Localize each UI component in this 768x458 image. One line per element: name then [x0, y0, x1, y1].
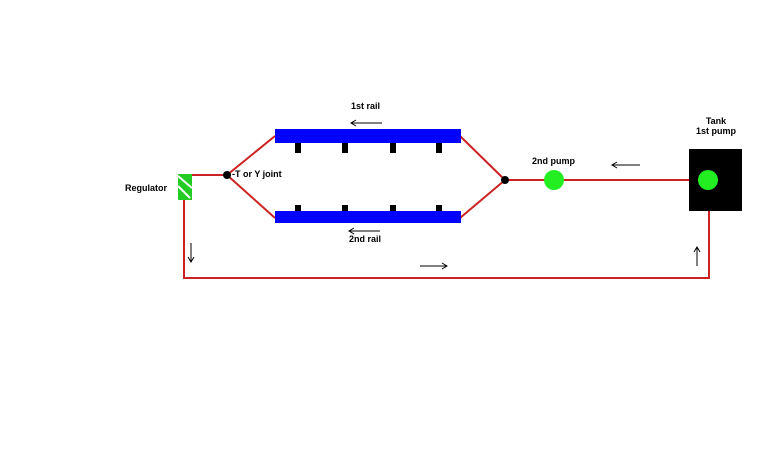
- return-line: [183, 190, 710, 279]
- pump-2-label: 2nd pump: [532, 156, 575, 166]
- regulator-label: Regulator: [125, 183, 168, 193]
- tee-joint-dot: [223, 171, 231, 179]
- rail-1: [275, 129, 461, 143]
- rail-1-label: 1st rail: [351, 101, 381, 111]
- fuel-lines: [183, 135, 710, 279]
- rail-2-injectors: [295, 205, 442, 213]
- injector: [436, 205, 442, 213]
- joint-label: -T or Y joint: [232, 169, 282, 179]
- rail-2-label: 2nd rail: [349, 234, 382, 244]
- injector: [342, 143, 348, 153]
- arrow-left-icon: [348, 227, 380, 235]
- arrow-up-icon: [693, 246, 701, 266]
- split-junction-dot: [501, 176, 509, 184]
- pump-2: [544, 170, 564, 190]
- rail1-to-joint-line: [226, 135, 276, 176]
- rail-1-injectors: [295, 143, 442, 153]
- tank-label: Tank 1st pump: [690, 116, 742, 136]
- junction-to-rail1-line: [459, 135, 506, 181]
- regulator: [177, 174, 193, 200]
- injector: [436, 143, 442, 153]
- junction-to-rail2-line: [459, 179, 506, 219]
- tank-label-line-2: 1st pump: [695, 126, 736, 136]
- injector: [390, 205, 396, 213]
- tank-label-line-1: Tank: [705, 116, 727, 126]
- injector: [390, 143, 396, 153]
- rail2-to-joint-line: [226, 174, 276, 219]
- pump-1: [698, 170, 718, 190]
- arrow-left-icon: [350, 119, 382, 127]
- arrow-right-icon: [420, 262, 448, 270]
- injector: [295, 205, 301, 213]
- injector: [342, 205, 348, 213]
- injector: [295, 143, 301, 153]
- flow-arrows: [187, 119, 701, 270]
- arrow-down-icon: [187, 243, 195, 263]
- arrow-left-icon: [611, 161, 640, 169]
- rail-2: [275, 211, 461, 223]
